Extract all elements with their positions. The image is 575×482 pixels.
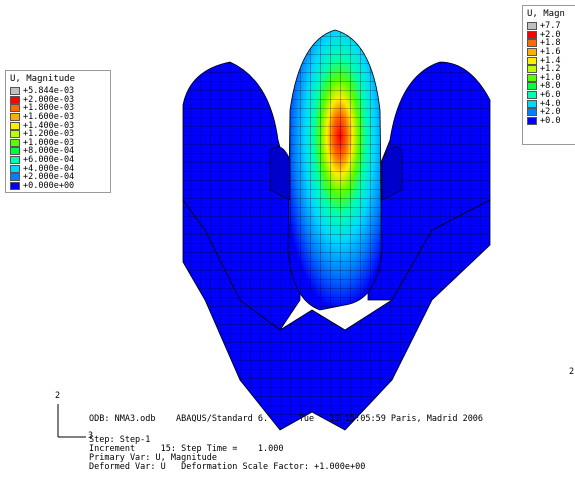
legend-row: +2.0 bbox=[527, 31, 560, 40]
deformed-var-line: Deformed Var: U Deformation Scale Factor… bbox=[89, 462, 366, 472]
legend-value: +2.000e-04 bbox=[23, 172, 75, 183]
legend-value: +1.6 bbox=[540, 47, 561, 58]
legend-value: +8.0 bbox=[540, 81, 561, 92]
legend-row: +1.600e-03 bbox=[10, 113, 74, 122]
increment-info-line: Increment 15: Step Time = 1.000 bbox=[89, 444, 284, 454]
mesh-right-lobe bbox=[367, 61, 491, 301]
step-info-line: Step: Step-1 bbox=[89, 435, 151, 445]
legend-value: +1.4 bbox=[540, 55, 561, 66]
triad-axis-y-label: 2 bbox=[55, 391, 61, 401]
legend-title-secondary: U, Magn bbox=[527, 9, 565, 19]
odb-info-line: ODB: NMA3.odb ABAQUS/Standard 6. Tue 13 … bbox=[89, 414, 484, 424]
legend-swatch bbox=[10, 138, 20, 147]
legend-swatch bbox=[527, 22, 537, 31]
legend-value: +0.000e+00 bbox=[23, 180, 75, 191]
legend-value: +5.844e-03 bbox=[23, 86, 75, 97]
mesh-left-lobe bbox=[182, 61, 301, 331]
contour-legend: U, Magnitude +5.844e-03+2.000e-03+1.800e… bbox=[5, 70, 111, 193]
legend-value: +6.000e-04 bbox=[23, 155, 75, 166]
legend-row: +1.8 bbox=[527, 39, 560, 48]
legend-row: +5.844e-03 bbox=[10, 87, 74, 96]
legend-row: +6.0 bbox=[527, 91, 560, 100]
legend-value: +1.200e-03 bbox=[23, 129, 75, 140]
legend-row: +1.2 bbox=[527, 65, 560, 74]
legend-row: +4.0 bbox=[527, 99, 560, 108]
legend-swatch bbox=[527, 82, 537, 91]
primary-var-line: Primary Var: U, Magnitude bbox=[89, 453, 217, 463]
legend-row: +1.400e-03 bbox=[10, 121, 74, 130]
legend-value: +1.8 bbox=[540, 38, 561, 49]
legend-row: +1.000e-03 bbox=[10, 139, 74, 148]
legend-row: +2.000e-03 bbox=[10, 96, 74, 105]
legend-swatch bbox=[10, 95, 20, 104]
legend-swatch bbox=[527, 99, 537, 108]
legend-row: +1.200e-03 bbox=[10, 130, 74, 139]
mesh-notch-right bbox=[381, 146, 403, 201]
legend-value: +4.0 bbox=[540, 98, 561, 109]
legend-swatch bbox=[527, 73, 537, 82]
legend-row: +2.000e-04 bbox=[10, 173, 74, 182]
legend-swatch bbox=[527, 108, 537, 117]
legend-value: +8.000e-04 bbox=[23, 146, 75, 157]
legend-swatch bbox=[10, 164, 20, 173]
legend-swatch bbox=[10, 130, 20, 139]
legend-row: +0.0 bbox=[527, 117, 560, 126]
legend-title: U, Magnitude bbox=[10, 74, 76, 84]
legend-value: +2.000e-03 bbox=[23, 94, 75, 105]
legend-swatch bbox=[10, 181, 20, 190]
legend-swatch bbox=[527, 48, 537, 57]
legend-row: +1.0 bbox=[527, 74, 560, 83]
legend-swatch bbox=[527, 65, 537, 74]
legend-value: +4.000e-04 bbox=[23, 163, 75, 174]
triad-right-axis-label: 2 bbox=[569, 367, 575, 377]
legend-row: +6.000e-04 bbox=[10, 156, 74, 165]
legend-swatch bbox=[10, 87, 20, 96]
legend-row: +2.0 bbox=[527, 108, 560, 117]
legend-swatch bbox=[527, 91, 537, 100]
legend-value: +1.400e-03 bbox=[23, 120, 75, 131]
legend-row: +8.000e-04 bbox=[10, 147, 74, 156]
legend-value: +1.0 bbox=[540, 72, 561, 83]
legend-row: +4.000e-04 bbox=[10, 164, 74, 173]
legend-value: +2.0 bbox=[540, 29, 561, 40]
legend-row: +1.4 bbox=[527, 56, 560, 65]
legend-value: +1.000e-03 bbox=[23, 137, 75, 148]
legend-value: +1.600e-03 bbox=[23, 112, 75, 123]
legend-value: +0.0 bbox=[540, 115, 561, 126]
mesh-center-lobe bbox=[287, 29, 383, 311]
legend-swatch bbox=[10, 173, 20, 182]
legend-value: +6.0 bbox=[540, 90, 561, 101]
legend-swatch bbox=[10, 113, 20, 122]
legend-row: +1.800e-03 bbox=[10, 104, 74, 113]
legend-swatch bbox=[10, 147, 20, 156]
legend-row: +8.0 bbox=[527, 82, 560, 91]
legend-value: +1.800e-03 bbox=[23, 103, 75, 114]
legend-swatch bbox=[527, 56, 537, 65]
legend-swatch bbox=[10, 156, 20, 165]
triad-axis-z-label: 3 bbox=[88, 431, 94, 441]
legend-value: +7.7 bbox=[540, 21, 561, 32]
legend-swatch bbox=[527, 30, 537, 39]
legend-swatch bbox=[10, 121, 20, 130]
legend-row: +0.000e+00 bbox=[10, 182, 74, 191]
legend-value: +2.0 bbox=[540, 107, 561, 118]
legend-row: +1.6 bbox=[527, 48, 560, 57]
legend-value: +1.2 bbox=[540, 64, 561, 75]
coordinate-triad: 2 3 bbox=[50, 391, 94, 442]
legend-rows: +5.844e-03+2.000e-03+1.800e-03+1.600e-03… bbox=[10, 87, 74, 190]
legend-swatch bbox=[527, 39, 537, 48]
mesh-notch-left bbox=[269, 146, 291, 201]
legend-swatch bbox=[527, 116, 537, 125]
legend-rows-secondary: +7.7+2.0+1.8+1.6+1.4+1.2+1.0+8.0+6.0+4.0… bbox=[527, 22, 560, 125]
legend-swatch bbox=[10, 104, 20, 113]
contour-legend-secondary: U, Magn +7.7+2.0+1.8+1.6+1.4+1.2+1.0+8.0… bbox=[522, 5, 575, 145]
legend-row: +7.7 bbox=[527, 22, 560, 31]
